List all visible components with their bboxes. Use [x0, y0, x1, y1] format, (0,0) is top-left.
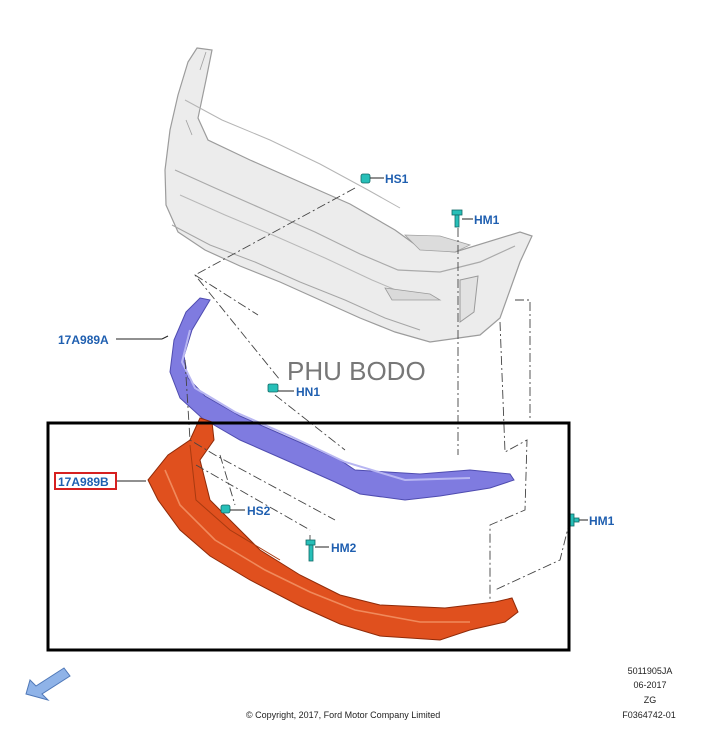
highlight-frame: [46, 421, 571, 652]
callout-17a989a: 17A989A: [58, 333, 109, 347]
pushpin-hm1-top-icon: [451, 209, 463, 228]
callout-hn1: HN1: [296, 385, 320, 399]
callout-labels: HS1 HM1 17A989A HN1 17A989B HS2 HM2 HM1: [54, 172, 615, 555]
pushpin-hm2-icon: [305, 539, 316, 562]
watermark-text: PHU BODO: [287, 356, 426, 386]
callout-hs1: HS1: [385, 172, 409, 186]
view-direction-arrow-icon: [25, 667, 71, 701]
callout-17a989b: 17A989B: [58, 475, 109, 489]
clip-hs2-icon: [220, 504, 231, 514]
callout-highlight-box: [54, 472, 117, 490]
callout-hm2: HM2: [331, 541, 357, 555]
callout-hm1-right: HM1: [589, 514, 615, 528]
nut-hn1-icon: [267, 383, 279, 393]
figure-id: F0364742-01: [622, 710, 676, 720]
clip-hs1-icon: [360, 173, 371, 184]
callout-hm1-top: HM1: [474, 213, 500, 227]
doc-date: 06-2017: [633, 680, 666, 690]
copyright-text: © Copyright, 2017, Ford Motor Company Li…: [246, 710, 440, 720]
doc-region: ZG: [644, 695, 657, 705]
callout-hs2: HS2: [247, 504, 271, 518]
lower-lip-17a989b: [147, 417, 519, 641]
front-bumper-cover: [164, 47, 533, 343]
assembly-lines: [184, 187, 571, 600]
doc-code: 5011905JA: [628, 666, 673, 676]
leader-lines: [116, 177, 588, 548]
